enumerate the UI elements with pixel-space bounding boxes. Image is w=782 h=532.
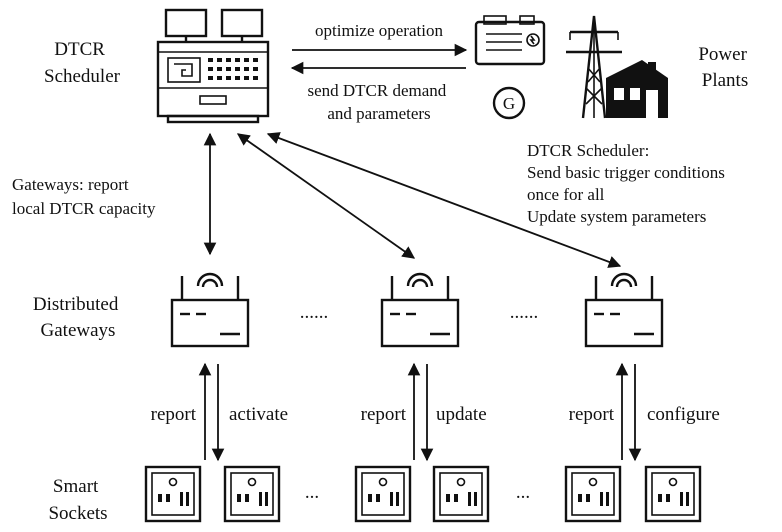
gateway-ellipsis-2: ...... <box>510 302 539 323</box>
link-down-label-1: activate <box>229 404 288 425</box>
scheduler-note: DTCR Scheduler: Send basic trigger condi… <box>527 141 729 226</box>
transmission-tower-icon <box>566 15 622 119</box>
socket-icon <box>354 465 412 523</box>
socket-icon <box>644 465 702 523</box>
send-demand-label: send DTCR demand and parameters <box>307 81 450 123</box>
link-up-label-1: report <box>151 404 197 425</box>
scheduler-label: DTCR Scheduler <box>44 39 121 87</box>
gateway-socket-arrows <box>198 362 642 462</box>
link-up-label-2: report <box>361 404 407 425</box>
socket-icon <box>223 465 281 523</box>
scheduler-gateway-arrows <box>203 132 622 268</box>
router-icon <box>380 272 460 348</box>
power-plants-label: Power Plants <box>698 44 751 91</box>
link-up-label-3: report <box>569 404 615 425</box>
link-down-label-3: configure <box>647 404 720 425</box>
socket-ellipsis-1: ... <box>305 482 319 503</box>
generator-icon <box>474 15 546 120</box>
socket-icon <box>144 465 202 523</box>
computer-scheduler-icon <box>156 8 270 124</box>
gateways-report-label: Gateways: report local DTCR capacity <box>12 175 156 218</box>
router-icon <box>170 272 250 348</box>
socket-icon <box>564 465 622 523</box>
distributed-gateways-label: Distributed Gateways <box>33 294 123 341</box>
socket-icon <box>432 465 490 523</box>
generator-symbol: G <box>503 94 515 113</box>
router-icon <box>584 272 664 348</box>
factory-icon <box>606 60 668 118</box>
optimize-operation-label: optimize operation <box>315 21 443 40</box>
socket-ellipsis-2: ... <box>516 482 530 503</box>
gateway-ellipsis-1: ...... <box>300 302 329 323</box>
smart-sockets-label: Smart Sockets <box>48 476 107 524</box>
link-down-label-2: update <box>436 404 487 425</box>
